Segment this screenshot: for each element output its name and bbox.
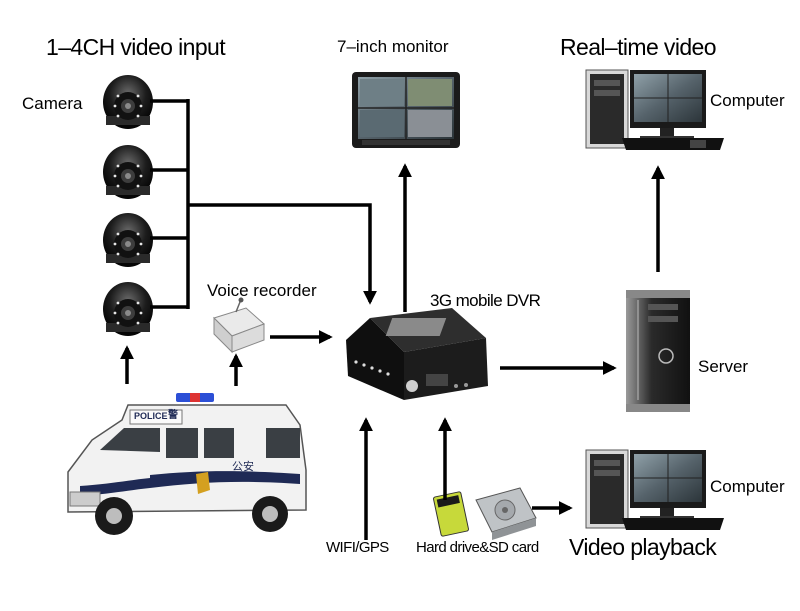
computer-top-icon (585, 69, 724, 150)
realtime-video-title: Real–time video (560, 34, 717, 60)
van-side-text: 公安 (232, 461, 254, 473)
server-label: Server (698, 357, 749, 376)
hard-drive-icon (475, 487, 537, 540)
camera-to-dvr-connector (188, 203, 377, 305)
camera-1-icon (103, 75, 153, 129)
camera-4-icon (103, 282, 153, 336)
video-playback-title: Video playback (569, 534, 717, 560)
sd-card-icon (433, 491, 469, 537)
voice-recorder-label: Voice recorder (207, 281, 317, 300)
dvr-icon (346, 308, 488, 400)
connector-arrows (120, 163, 665, 540)
video-input-title: 1–4CH video input (46, 34, 226, 60)
police-van-icon (67, 393, 307, 535)
camera-2-icon (103, 145, 153, 199)
dvr-label: 3G mobile DVR (430, 291, 541, 310)
van-sign-text: POLICE (134, 411, 168, 421)
voice-recorder-icon (213, 297, 265, 354)
computer-top-label: Computer (710, 91, 785, 110)
monitor-label: 7–inch monitor (337, 37, 449, 56)
storage-label: Hard drive&SD card (416, 539, 539, 556)
computer-bottom-icon (585, 449, 724, 530)
computer-bottom-label: Computer (710, 477, 785, 496)
van-sign-cn-text: 警 (168, 410, 178, 421)
camera-label: Camera (22, 94, 83, 113)
camera-3-icon (103, 213, 153, 267)
server-icon (626, 290, 690, 412)
monitor-icon (352, 72, 460, 148)
camera-bus-lines (150, 99, 190, 309)
wifi-gps-label: WIFI/GPS (326, 539, 389, 556)
